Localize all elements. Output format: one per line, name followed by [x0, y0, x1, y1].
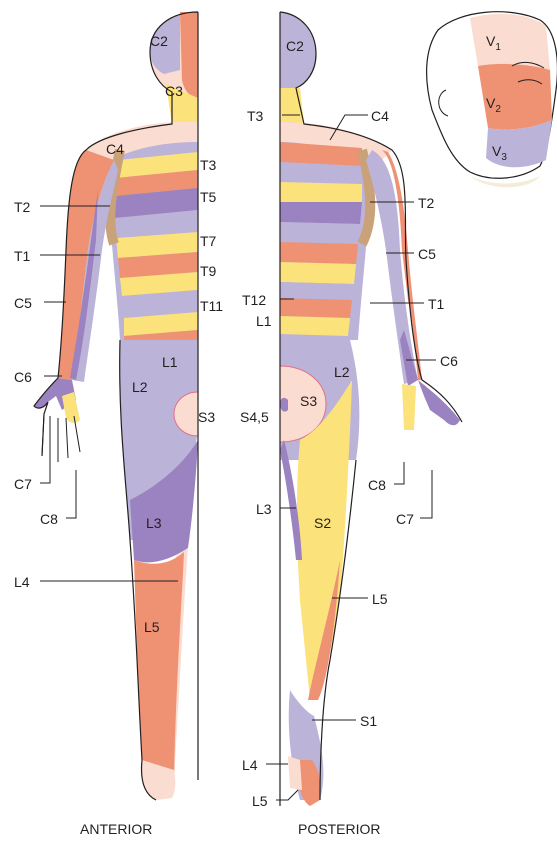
label-post-l4: L4	[242, 757, 258, 773]
label-post-c8: C8	[368, 477, 386, 493]
posterior-band-4	[280, 202, 362, 224]
label-ant-t7: T7	[200, 233, 217, 249]
posterior-hand	[418, 380, 460, 425]
label-ant-l3: L3	[146, 515, 162, 531]
posterior-band-5	[280, 222, 360, 244]
label-ant-s3: S3	[198, 409, 215, 425]
label-post-c2: C2	[286, 38, 304, 54]
label-ant-t5: T5	[200, 189, 217, 205]
label-post-c5: C5	[418, 246, 436, 262]
label-post-l3: L3	[256, 501, 272, 517]
label-post-l1: L1	[256, 313, 272, 329]
posterior-band-3	[280, 182, 362, 202]
posterior-band-9	[280, 298, 352, 318]
label-post-t3: T3	[247, 108, 264, 124]
label-post-l5-foot: L5	[252, 793, 268, 809]
label-ant-t11: T11	[200, 298, 223, 314]
label-ant-c7: C7	[14, 476, 32, 492]
label-post-c7: C7	[396, 511, 414, 527]
label-post-t2: T2	[418, 195, 435, 211]
label-ant-t2: T2	[14, 199, 31, 215]
label-ant-c4: C4	[106, 141, 124, 157]
label-post-l2: L2	[334, 364, 350, 380]
label-post-s3: S3	[300, 393, 317, 409]
label-ant-c6: C6	[14, 369, 32, 385]
label-face-v1-sub: 1	[495, 42, 501, 53]
posterior-arm	[366, 150, 418, 384]
label-ant-c2: C2	[150, 33, 168, 49]
posterior-hand-c8	[402, 384, 416, 430]
label-post-t12: T12	[242, 292, 266, 308]
label-face-v2-sub: 2	[495, 104, 501, 115]
label-ant-l5: L5	[144, 619, 160, 635]
posterior-band-10	[280, 316, 350, 336]
label-ant-t9: T9	[200, 263, 217, 279]
posterior-figure	[280, 12, 462, 806]
posterior-foot-l4	[288, 756, 302, 790]
label-post-l5-leg: L5	[372, 591, 388, 607]
posterior-title: POSTERIOR	[298, 821, 380, 837]
label-ant-c3: C3	[165, 83, 183, 99]
label-ant-l2: L2	[132, 379, 148, 395]
anterior-hand-c8	[62, 392, 80, 423]
label-ant-t1: T1	[14, 248, 31, 264]
label-post-t1: T1	[428, 296, 445, 312]
label-post-s45: S4,5	[240, 409, 269, 425]
label-ant-c5: C5	[14, 295, 32, 311]
label-post-c6: C6	[440, 353, 458, 369]
label-post-s1: S1	[360, 713, 377, 729]
label-post-c4: C4	[371, 108, 389, 124]
label-ant-c8: C8	[40, 511, 58, 527]
label-face-v3-sub: 3	[501, 152, 507, 163]
anterior-figure	[34, 12, 198, 800]
face-v1	[470, 14, 550, 70]
label-ant-t3: T3	[200, 157, 217, 173]
anterior-title: ANTERIOR	[80, 821, 152, 837]
posterior-band-8	[280, 282, 354, 300]
posterior-band-7	[280, 262, 356, 284]
label-ant-l1: L1	[162, 354, 178, 370]
label-post-s2: S2	[314, 515, 331, 531]
label-ant-l4: L4	[14, 574, 30, 590]
posterior-band-6	[280, 242, 358, 264]
